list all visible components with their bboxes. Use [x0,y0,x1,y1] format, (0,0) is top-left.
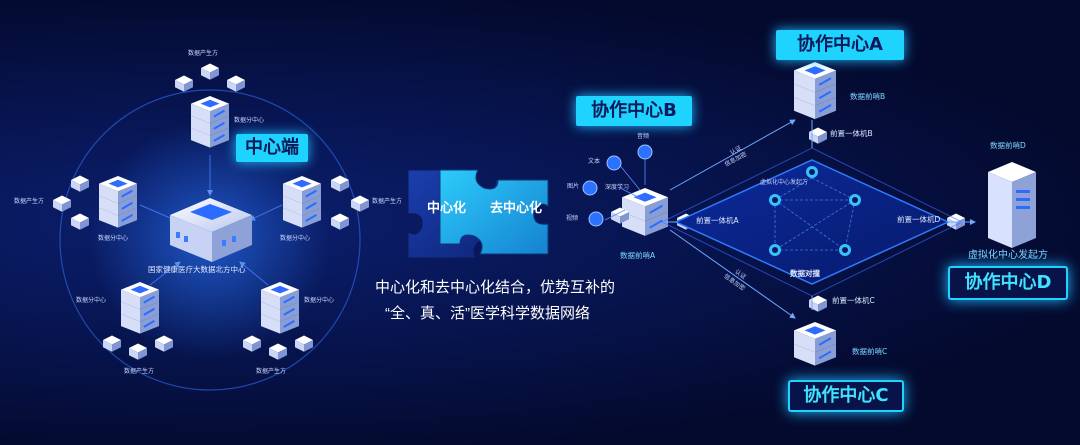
collab-a-device: 前置一体机B [830,129,873,138]
collab-a-sentinel: 数据前哨B [850,92,886,101]
producer-cube-19 [611,207,629,224]
central-badge: 中心端 [236,134,308,162]
data-type-video: 视频 [566,215,579,222]
core-server [170,198,252,262]
server-stack-top [191,96,229,148]
network-top-label: 虚拟化中心发起方 [760,179,809,186]
data-type-image: 图片 [567,183,580,190]
core-label: 国家健康医疗大数据北方中心 [148,265,246,274]
producer-label-bottom-left: 数据产生方 [124,368,155,375]
server-stack-bottom-left [121,282,159,334]
producer-cube-12 [243,335,261,352]
collab-c-device: 前置一体机C [832,296,875,305]
producer-cube-3 [71,175,89,192]
collab-d-initiator: 虚拟化中心发起方 [968,250,1048,261]
server-d [988,162,1036,248]
data-type-audio: 音频 [637,133,650,140]
data-type-text: 文本 [588,158,601,165]
producer-cube-1 [201,63,219,80]
collab-c-sentinel: 数据前哨C [852,347,888,356]
producer-cube-0 [175,75,193,92]
producer-cube-7 [351,195,369,212]
subcenter-label-left: 数据分中心 [98,235,129,242]
subcenter-label-top: 数据分中心 [234,117,265,124]
producer-cube-5 [71,213,89,230]
collab-c-server [794,322,836,366]
producer-cube-4 [53,195,71,212]
collab-b-device: 前置一体机A [696,216,739,225]
collab-d-sentinel: 数据前哨D [990,141,1026,150]
data-type-deep-learning: 深度学习 [605,184,630,191]
subcenter-label-bottom-left: 数据分中心 [76,297,107,304]
producer-cube-2 [227,75,245,92]
server-stack-left [99,176,137,228]
producer-cube-13 [269,343,287,360]
collab-c-badge: 协作中心C [788,380,904,412]
producer-cube-10 [129,343,147,360]
subcenter-label-right: 数据分中心 [280,235,311,242]
subcenter-label-bottom-right: 数据分中心 [304,297,335,304]
producer-label-left: 数据产生方 [14,198,45,205]
puzzle-left-text: 中心化 [427,201,467,216]
slogan-line-2: “全、真、活”医学科学数据网络 [385,305,590,322]
puzzle-right-text: 去中心化 [490,201,543,216]
collab-d-badge: 协作中心D [948,266,1068,300]
collab-b-badge: 协作中心B [576,96,692,126]
collab-d-device: 前置一体机D [897,215,941,224]
producer-cube-8 [331,213,349,230]
producer-cube-11 [155,335,173,352]
slogan-line-1: 中心化和去中心化结合，优势互补的 [375,279,616,296]
producer-cube-6 [331,175,349,192]
data-type-icons [582,144,653,227]
producer-cube-9 [103,335,121,352]
network-center-label: 数据对撞 [790,269,820,278]
server-stack-right [283,176,321,228]
collab-b-sentinel: 数据前哨A [620,251,656,260]
producer-cube-17 [947,213,965,230]
puzzle-graphic [407,169,549,259]
producer-label-right: 数据产生方 [372,198,403,205]
producer-cube-18 [809,295,827,312]
collab-a-server [794,62,836,120]
producer-cube-16 [809,127,827,144]
producer-label-top: 数据产生方 [188,50,219,57]
collab-b-server [622,188,668,236]
producer-cube-14 [295,335,313,352]
producer-label-bottom-right: 数据产生方 [256,368,287,375]
collab-a-badge: 协作中心A [776,30,904,60]
server-stack-bottom-right [261,282,299,334]
